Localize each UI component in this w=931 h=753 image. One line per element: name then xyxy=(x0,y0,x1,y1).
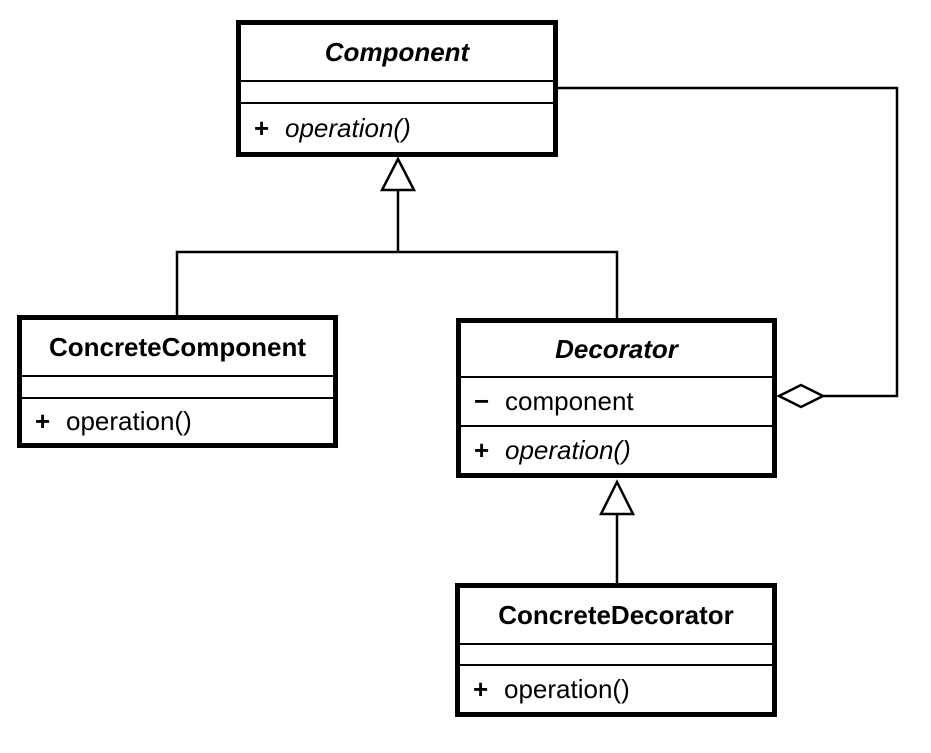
generalization-branch-line xyxy=(175,250,619,318)
operations-section: + operation() xyxy=(241,104,553,152)
inheritance-triangle-icon xyxy=(598,479,636,516)
class-concrete-component: ConcreteComponent + operation() xyxy=(17,315,338,448)
operation-signature: operation() xyxy=(505,434,631,465)
attributes-section xyxy=(460,645,772,666)
operation-row: + operation() xyxy=(460,666,772,712)
class-concrete-decorator: ConcreteDecorator + operation() xyxy=(455,583,777,717)
visibility-marker: + xyxy=(35,405,51,436)
visibility-marker: − xyxy=(474,386,490,416)
inheritance-triangle-icon xyxy=(379,156,417,192)
aggregation-diamond-icon xyxy=(776,383,826,409)
operations-section: + operation() xyxy=(461,427,772,473)
generalization-to-component xyxy=(175,156,619,318)
attributes-section: − component xyxy=(461,378,772,427)
operation-signature: operation() xyxy=(504,673,630,704)
operation-signature: operation() xyxy=(66,405,192,436)
class-decorator: Decorator − component + operation() xyxy=(456,318,777,478)
class-name: ConcreteDecorator xyxy=(460,588,772,645)
aggregation-decorator-component xyxy=(558,86,899,409)
attributes-section xyxy=(22,377,333,399)
class-name: Decorator xyxy=(461,323,772,378)
attribute-name: component xyxy=(505,386,634,416)
class-name: ConcreteComponent xyxy=(22,320,333,377)
visibility-marker: + xyxy=(254,112,270,143)
operation-row: + operation() xyxy=(241,104,553,152)
visibility-marker: + xyxy=(474,434,490,465)
operations-section: + operation() xyxy=(460,666,772,712)
attribute-row: − component xyxy=(461,378,772,425)
class-name: Component xyxy=(241,25,553,82)
operation-row: + operation() xyxy=(461,427,772,473)
attributes-section xyxy=(241,82,553,104)
operation-row: + operation() xyxy=(22,399,333,443)
aggregation-line xyxy=(558,86,899,398)
operation-signature: operation() xyxy=(285,112,411,143)
class-component: Component + operation() xyxy=(236,20,558,157)
visibility-marker: + xyxy=(473,673,489,704)
generalization-to-decorator xyxy=(598,479,636,583)
operations-section: + operation() xyxy=(22,399,333,443)
